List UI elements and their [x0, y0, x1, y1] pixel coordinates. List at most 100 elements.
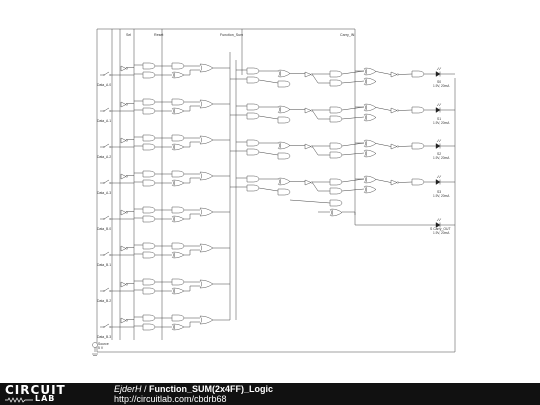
and-gate	[246, 148, 260, 156]
wire	[103, 71, 110, 76]
and-gate	[329, 106, 343, 114]
and-gate	[329, 178, 343, 186]
inverter-bubble	[396, 109, 399, 112]
and-gate-body	[246, 148, 260, 156]
or-gate	[365, 113, 377, 122]
author-link[interactable]: EjderH	[114, 384, 142, 394]
inverter	[120, 173, 127, 180]
and-gate-body	[171, 314, 185, 322]
wire	[438, 103, 442, 107]
project-url-link[interactable]: http://circuitlab.com/cbdrb68	[114, 394, 227, 404]
project-name[interactable]: Function_SUM(2x4FF)_Logic	[149, 384, 274, 394]
led-icon	[435, 222, 441, 228]
switch-contact	[103, 218, 105, 220]
inverter	[120, 317, 127, 324]
and-gate-body	[329, 151, 343, 159]
wire	[397, 181, 413, 183]
output-spec-s2: 1.9V, 20mA	[433, 156, 450, 160]
and-gate	[171, 62, 185, 70]
inverter-bubble	[310, 109, 313, 112]
project-title-line: EjderH / Function_SUM(2x4FF)_Logic	[114, 384, 273, 394]
and-gate-body	[142, 107, 156, 115]
and-gate	[329, 142, 343, 150]
inverter	[304, 143, 312, 150]
wire	[375, 107, 392, 111]
and-gate-body	[411, 178, 425, 186]
and-gate	[246, 103, 260, 111]
or-gate	[172, 71, 185, 79]
wire	[341, 116, 365, 120]
and-gate-body	[142, 287, 156, 295]
or-gate	[365, 67, 377, 76]
xor-gate-arc	[277, 177, 280, 186]
output-name-s2: S2	[437, 152, 441, 156]
and-gate-body	[171, 278, 185, 286]
wire	[341, 142, 365, 147]
xor-gate-arc	[329, 208, 332, 217]
and-gate-body	[411, 70, 425, 78]
led-icon	[435, 107, 441, 113]
switch-contact	[109, 254, 111, 256]
and-gate	[142, 215, 156, 223]
or-gate-body	[172, 323, 185, 331]
wire	[341, 152, 365, 156]
and-gate	[277, 80, 291, 88]
wire	[341, 80, 365, 84]
or-gate-body	[365, 185, 377, 194]
wire	[436, 67, 440, 71]
inverter-bubble	[125, 247, 128, 250]
inverter-bubble	[310, 145, 313, 148]
inverter	[120, 65, 127, 72]
inverter-bubble	[125, 103, 128, 106]
or-gate	[365, 185, 377, 194]
and-gate-body	[142, 242, 156, 250]
and-gate-body	[142, 71, 156, 79]
wire	[341, 188, 365, 192]
wire	[103, 287, 110, 292]
wire	[311, 109, 319, 120]
or-gate	[365, 149, 377, 158]
or-gate	[172, 179, 185, 187]
and-gate-body	[246, 76, 260, 84]
inverter	[390, 71, 398, 78]
wire	[375, 71, 392, 75]
or-gate	[199, 207, 214, 217]
and-gate-body	[277, 152, 291, 160]
xor-gate-arc	[171, 179, 174, 187]
and-gate	[142, 134, 156, 142]
and-gate-body	[246, 67, 260, 75]
and-gate	[142, 206, 156, 214]
and-gate	[246, 175, 260, 183]
inverter	[390, 107, 398, 114]
and-gate	[142, 62, 156, 70]
footer-bar: CIRCUIT LAB EjderH / Function_SUM(2x4FF)…	[0, 383, 540, 405]
output-spec-s1: 1.9V, 20mA	[433, 121, 450, 125]
wire	[103, 323, 110, 328]
or-gate	[199, 279, 214, 289]
and-gate	[277, 116, 291, 124]
switch-contact	[103, 110, 105, 112]
or-gate-body	[365, 77, 377, 86]
inverter-bubble	[125, 139, 128, 142]
inverter-bubble	[125, 283, 128, 286]
wire	[397, 145, 413, 147]
and-gate	[142, 242, 156, 250]
circuitlab-logo[interactable]: CIRCUIT LAB	[3, 383, 93, 403]
data-label-b3: Data_B.3	[97, 335, 111, 339]
and-gate	[142, 323, 156, 331]
and-gate	[411, 106, 425, 114]
or-gate	[199, 171, 214, 181]
wire	[436, 218, 440, 222]
xor-gate-arc	[171, 215, 174, 223]
inverter	[120, 209, 127, 216]
and-gate-body	[329, 187, 343, 195]
wire	[397, 73, 413, 75]
and-gate-body	[411, 142, 425, 150]
inverter-bubble	[396, 181, 399, 184]
inverter	[304, 107, 312, 114]
switch-contact	[103, 326, 105, 328]
switch-contact	[103, 74, 105, 76]
wire	[258, 79, 279, 84]
and-gate	[142, 251, 156, 259]
and-gate-body	[142, 62, 156, 70]
